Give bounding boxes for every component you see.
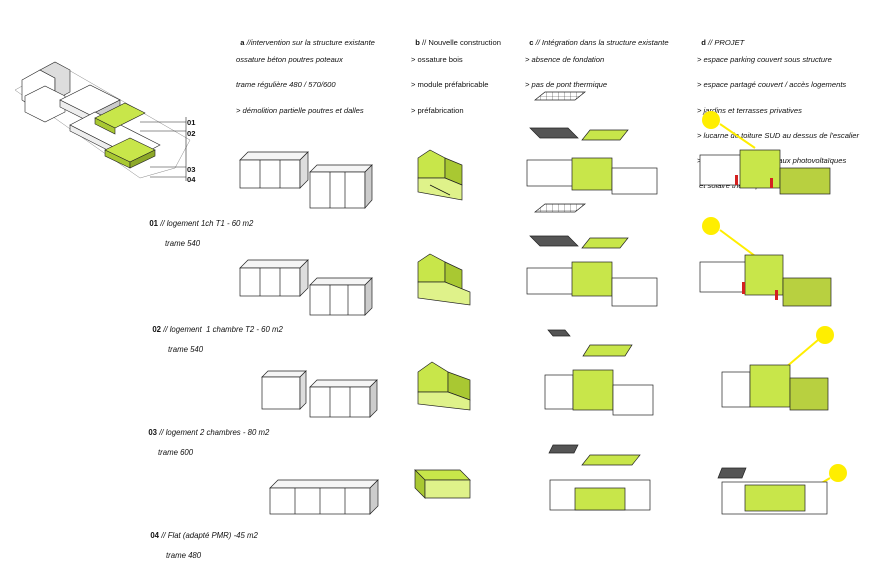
key-label-01: 01 <box>187 118 196 127</box>
column-a-drawings <box>239 151 379 515</box>
project-row-04 <box>717 464 847 515</box>
column-a-line: ossature béton poutres poteaux <box>236 55 343 65</box>
column-a-line: > démolition partielle poutres et dalles <box>236 105 364 115</box>
column-b-letter: b <box>415 38 420 48</box>
row-04-label: 04 // Flat (adapté PMR) -45 m2 trame 480 <box>146 521 258 571</box>
sun-icon <box>829 464 847 482</box>
row-04-text: // Flat (adapté PMR) -45 m2 <box>161 531 258 540</box>
row-03-label: 03 // logement 2 chambres - 80 m2 trame … <box>144 418 269 468</box>
existing-structure-row-02 <box>239 259 373 316</box>
new-module-row-01 <box>417 149 463 201</box>
new-module-row-04 <box>414 469 471 499</box>
column-d-title: // PROJET <box>708 38 745 48</box>
new-module-row-03 <box>417 361 471 411</box>
column-b-header: b // Nouvelle construction > ossature bo… <box>411 31 501 123</box>
project-row-03 <box>721 326 834 411</box>
row-01-number: 01 <box>149 219 159 228</box>
sun-icon <box>702 111 720 129</box>
row-02-text: // logement 1 chambre T2 - 60 m2 <box>163 325 283 334</box>
column-a-letter: a <box>240 38 245 48</box>
row-02-label: 02 // logement 1 chambre T2 - 60 m2 tram… <box>148 315 283 365</box>
row-02-trame: trame 540 <box>168 345 204 354</box>
column-b-line: > ossature bois <box>411 55 463 65</box>
existing-structure-row-01 <box>239 151 373 209</box>
column-c-drawings <box>526 91 658 511</box>
existing-structure-row-04 <box>269 479 379 515</box>
column-c-title: // Intégration dans la structure existan… <box>535 38 669 48</box>
sun-icon <box>816 326 834 344</box>
integration-row-02 <box>526 203 658 307</box>
row-03-number: 03 <box>148 428 158 437</box>
integration-row-01 <box>526 91 658 195</box>
row-03-trame: trame 600 <box>158 448 194 457</box>
row-01-text: // logement 1ch T1 - 60 m2 <box>160 219 254 228</box>
column-b-title: // Nouvelle construction <box>422 38 501 48</box>
column-b-drawings <box>414 149 471 499</box>
project-row-02 <box>699 217 832 307</box>
integration-row-04 <box>548 444 651 511</box>
row-01-trame: trame 540 <box>165 239 201 248</box>
row-03-text: // logement 2 chambres - 80 m2 <box>159 428 270 437</box>
row-01-label: 01 // logement 1ch T1 - 60 m2 trame 540 <box>145 209 253 259</box>
key-label-03: 03 <box>187 165 196 174</box>
existing-structure-row-03 <box>261 370 378 418</box>
integration-row-03 <box>544 329 654 416</box>
column-c-line: > pas de pont thermique <box>525 80 608 90</box>
row-02-number: 02 <box>152 325 162 334</box>
column-a-line: trame régulière 480 / 570/600 <box>236 80 336 90</box>
row-04-number: 04 <box>150 531 160 540</box>
site-key-plan <box>14 61 191 181</box>
column-d-line: > jardins et terrasses privatives <box>697 105 802 115</box>
column-d-letter: d <box>701 38 706 48</box>
column-c-header: c // Intégration dans la structure exist… <box>525 31 669 98</box>
row-04-trame: trame 480 <box>166 551 202 560</box>
column-d-line: > espace parking couvert sous structure <box>697 55 832 65</box>
key-label-02: 02 <box>187 129 196 138</box>
column-d-line: > espace partagé couvert / accès logemen… <box>697 80 847 90</box>
column-c-letter: c <box>529 38 534 48</box>
column-a-header: a //intervention sur la structure exista… <box>236 31 375 123</box>
key-label-04: 04 <box>187 175 196 184</box>
column-b-line: > module préfabricable <box>411 80 489 90</box>
column-d-drawings <box>699 111 847 515</box>
column-c-line: > absence de fondation <box>525 55 605 65</box>
column-d-line: > lucarne de toiture SUD au dessus de l'… <box>697 130 860 140</box>
column-b-line: > préfabrication <box>411 105 464 115</box>
column-a-title: //intervention sur la structure existant… <box>246 38 375 48</box>
new-module-row-02 <box>417 253 471 306</box>
project-row-01 <box>699 111 831 195</box>
sun-icon <box>702 217 720 235</box>
